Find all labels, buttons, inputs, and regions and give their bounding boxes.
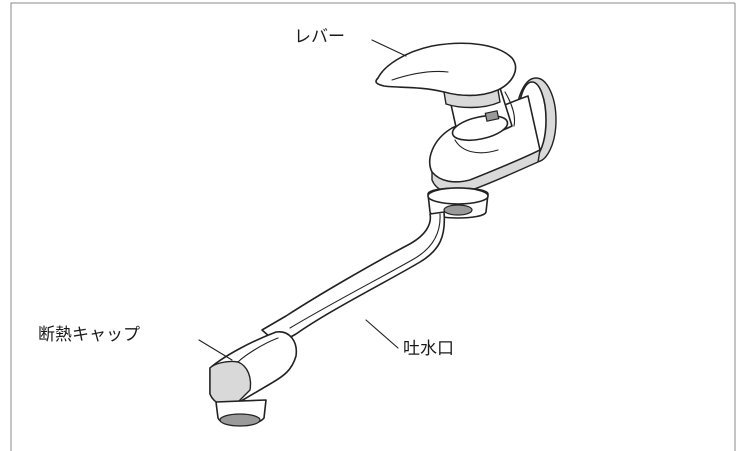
spout-pipe bbox=[261, 211, 446, 345]
leader-line-cap bbox=[198, 339, 233, 361]
insulation-cap bbox=[209, 331, 298, 407]
outlet-nozzle bbox=[215, 399, 267, 427]
label-insulation-cap: 断熱キャップ bbox=[38, 325, 140, 345]
label-lever: レバー bbox=[294, 27, 345, 47]
label-spout: 吐水口 bbox=[403, 339, 454, 359]
frame-border bbox=[10, 2, 735, 451]
leader-line-spout bbox=[365, 319, 399, 349]
lever-handle bbox=[375, 42, 517, 109]
connector-nut bbox=[427, 187, 489, 219]
leader-line-lever bbox=[371, 39, 407, 57]
